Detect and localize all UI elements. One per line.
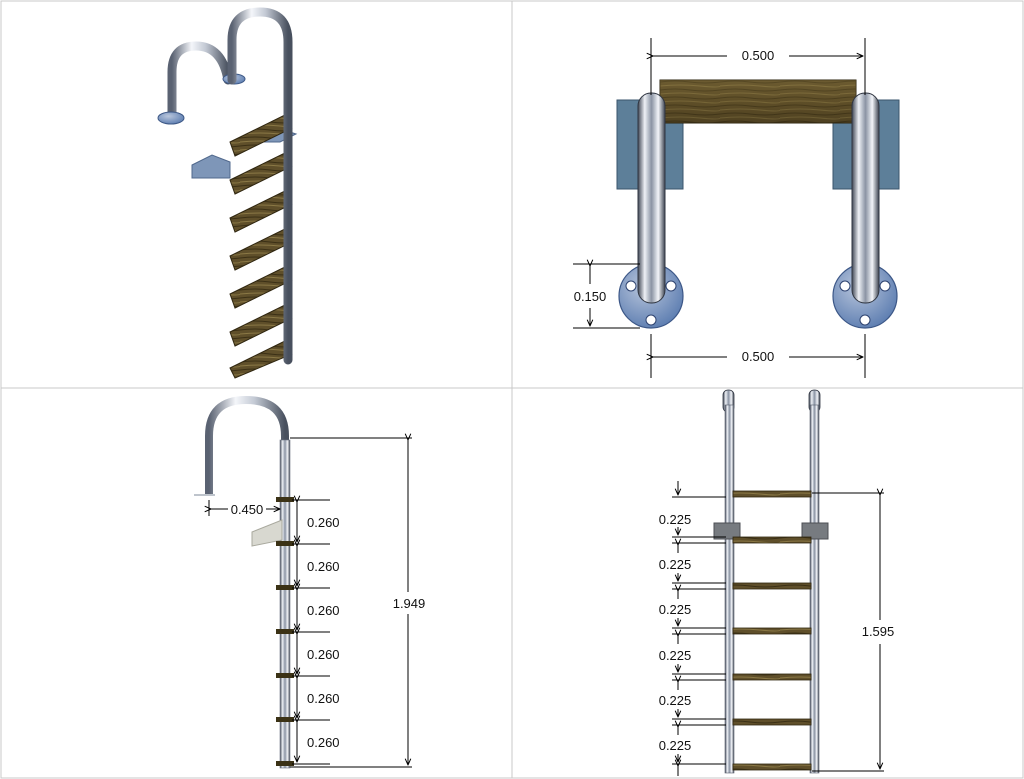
back-handrail bbox=[167, 41, 233, 123]
dimensions: 0.500 0.500 0.150 0.450 bbox=[209, 38, 894, 776]
side-view bbox=[194, 395, 294, 769]
dim-front-step-3: 0.225 bbox=[659, 602, 692, 617]
dim-flange-height: 0.150 bbox=[574, 289, 607, 304]
left-tube bbox=[637, 92, 666, 304]
back-left-flange bbox=[157, 111, 185, 125]
side-left-stile bbox=[279, 439, 291, 769]
top-view bbox=[616, 79, 900, 329]
dim-side-step-3: 0.260 bbox=[307, 603, 340, 618]
front-left-bracket bbox=[713, 522, 741, 540]
dim-side-step-4: 0.260 bbox=[307, 647, 340, 662]
side-tread-markers bbox=[276, 497, 294, 766]
dim-side-step-5: 0.260 bbox=[307, 691, 340, 706]
dim-front-step-1: 0.225 bbox=[659, 512, 692, 527]
front-handrail bbox=[227, 7, 293, 365]
dim-top-width: 0.500 bbox=[742, 48, 775, 63]
front-step-dims bbox=[672, 481, 726, 776]
side-step-dims bbox=[292, 500, 330, 765]
side-wall-bracket bbox=[251, 519, 283, 547]
front-view bbox=[713, 389, 829, 774]
dim-front-total-height: 1.595 bbox=[862, 624, 895, 639]
dim-side-step-6: 0.260 bbox=[307, 735, 340, 750]
dim-handrail-offset: 0.450 bbox=[231, 502, 264, 517]
right-tube bbox=[851, 92, 880, 304]
dim-front-step-5: 0.225 bbox=[659, 693, 692, 708]
dim-bottom-width: 0.500 bbox=[742, 349, 775, 364]
dim-side-total-height: 1.949 bbox=[393, 596, 426, 611]
front-treads bbox=[732, 490, 812, 771]
dim-front-step-6: 0.225 bbox=[659, 738, 692, 753]
dim-side-step-2: 0.260 bbox=[307, 559, 340, 574]
dim-side-step-1: 0.260 bbox=[307, 515, 340, 530]
iso-treads bbox=[229, 113, 293, 379]
dim-front-step-4: 0.225 bbox=[659, 648, 692, 663]
isometric-view bbox=[157, 7, 298, 379]
dim-front-step-2: 0.225 bbox=[659, 557, 692, 572]
front-right-bracket bbox=[801, 522, 829, 540]
side-handrail bbox=[205, 395, 289, 768]
